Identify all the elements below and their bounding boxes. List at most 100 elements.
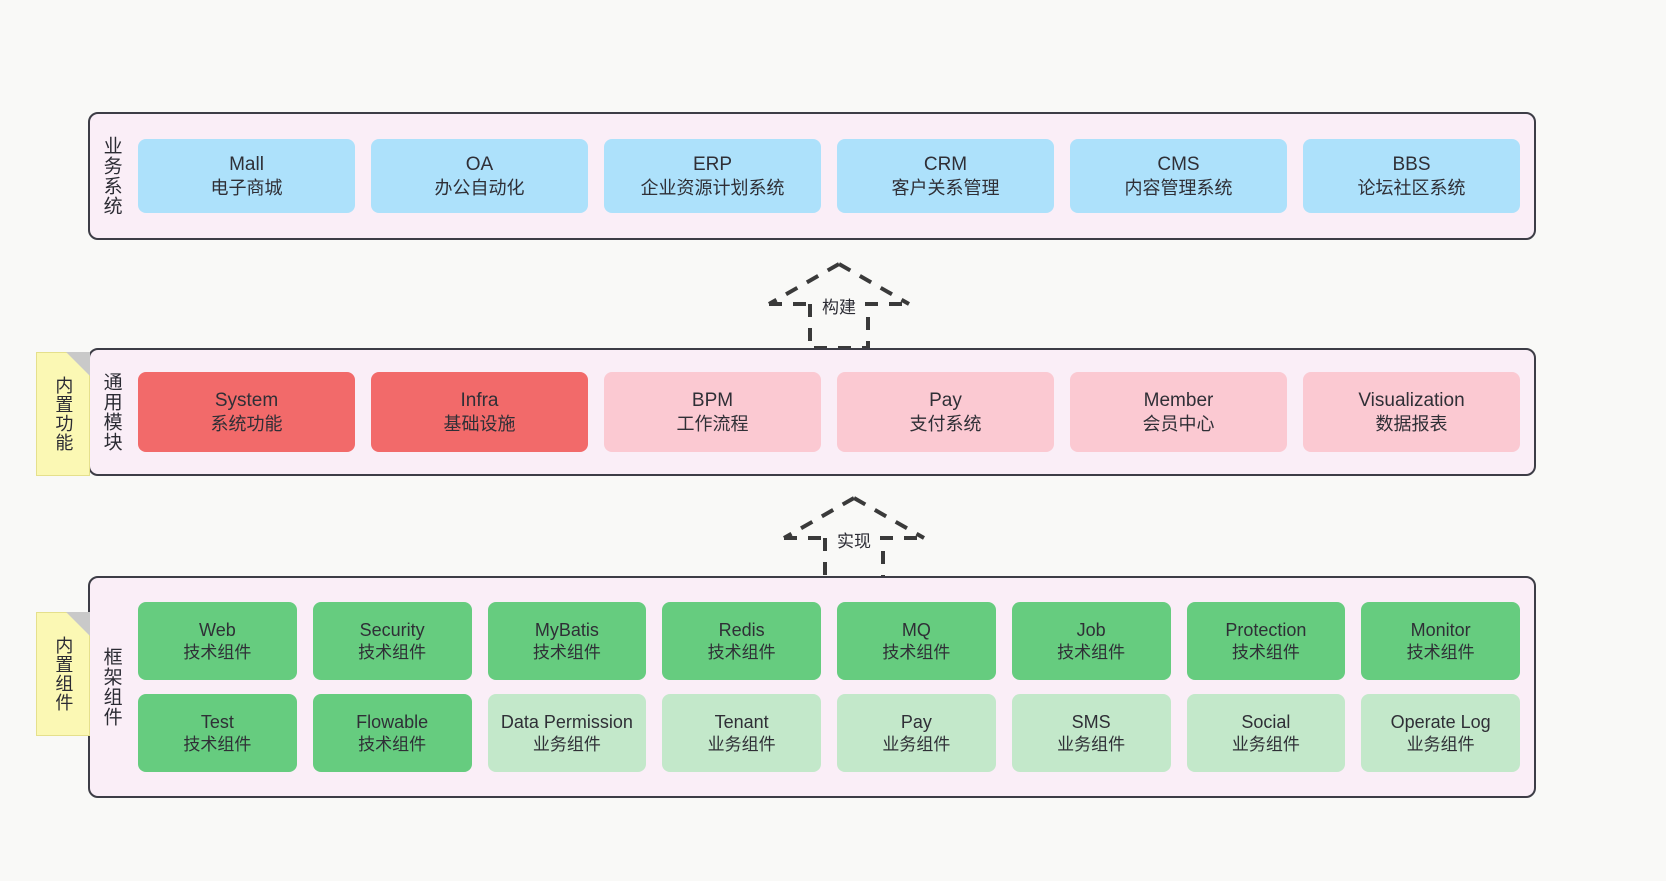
card-subtitle: 技术组件 bbox=[183, 734, 252, 754]
card-title: CMS bbox=[1157, 154, 1200, 176]
card-bbs[interactable]: BBS 论坛社区系统 bbox=[1303, 139, 1520, 213]
card-subtitle: 技术组件 bbox=[1406, 642, 1475, 662]
card-tenant[interactable]: Tenant 业务组件 bbox=[662, 694, 821, 772]
card-subtitle: 技术组件 bbox=[882, 642, 951, 662]
card-title: Social bbox=[1241, 712, 1291, 733]
card-cms[interactable]: CMS 内容管理系统 bbox=[1070, 139, 1287, 213]
layer-framework-components: 框架组件 Web 技术组件 Security 技术组件 MyBatis 技术组件… bbox=[88, 576, 1536, 798]
card-subtitle: 论坛社区系统 bbox=[1357, 177, 1466, 198]
card-subtitle: 客户关系管理 bbox=[891, 177, 1000, 198]
card-title: MyBatis bbox=[534, 620, 599, 641]
cards-wrap-business: Mall 电子商城 OA 办公自动化 ERP 企业资源计划系统 CRM 客户关系… bbox=[132, 114, 1534, 238]
card-pay[interactable]: Pay 支付系统 bbox=[837, 372, 1054, 452]
card-subtitle: 业务组件 bbox=[1406, 734, 1475, 754]
card-mq[interactable]: MQ 技术组件 bbox=[837, 602, 996, 680]
connector-label-build: 构建 bbox=[817, 292, 861, 319]
card-title: OA bbox=[465, 154, 494, 176]
card-subtitle: 支付系统 bbox=[909, 413, 982, 434]
card-title: System bbox=[214, 390, 279, 412]
card-row: Mall 电子商城 OA 办公自动化 ERP 企业资源计划系统 CRM 客户关系… bbox=[138, 139, 1520, 213]
sticky-note-label: 内置功能 bbox=[53, 376, 74, 452]
card-job[interactable]: Job 技术组件 bbox=[1011, 602, 1171, 680]
card-title: Security bbox=[359, 620, 425, 641]
card-erp[interactable]: ERP 企业资源计划系统 bbox=[604, 139, 821, 213]
layer-title-framework: 框架组件 bbox=[100, 647, 122, 727]
sticky-note-label: 内置组件 bbox=[53, 636, 74, 712]
card-title: Flowable bbox=[356, 712, 429, 733]
card-protection[interactable]: Protection 技术组件 bbox=[1186, 602, 1346, 680]
card-subtitle: 系统功能 bbox=[210, 413, 283, 434]
card-title: BPM bbox=[691, 390, 734, 412]
card-title: Pay bbox=[929, 390, 962, 412]
card-data-permission[interactable]: Data Permission 业务组件 bbox=[487, 694, 647, 772]
card-subtitle: 业务组件 bbox=[1231, 734, 1300, 754]
layer-title-business: 业务系统 bbox=[100, 136, 122, 216]
card-title: MQ bbox=[901, 620, 931, 641]
card-title: Job bbox=[1076, 620, 1106, 641]
card-visualization[interactable]: Visualization 数据报表 bbox=[1303, 372, 1520, 452]
card-web[interactable]: Web 技术组件 bbox=[138, 602, 297, 680]
card-social[interactable]: Social 业务组件 bbox=[1186, 694, 1346, 772]
card-title: BBS bbox=[1392, 154, 1431, 176]
card-title: Test bbox=[200, 712, 234, 733]
card-subtitle: 内容管理系统 bbox=[1124, 177, 1233, 198]
card-title: Redis bbox=[718, 620, 765, 641]
card-subtitle: 数据报表 bbox=[1375, 413, 1448, 434]
card-row: Test 技术组件 Flowable 技术组件 Data Permission … bbox=[138, 694, 1520, 772]
cards-wrap-common: System 系统功能 Infra 基础设施 BPM 工作流程 Pay 支付系统… bbox=[132, 350, 1534, 474]
card-row: System 系统功能 Infra 基础设施 BPM 工作流程 Pay 支付系统… bbox=[138, 372, 1520, 452]
card-subtitle: 业务组件 bbox=[1057, 734, 1126, 754]
card-member[interactable]: Member 会员中心 bbox=[1070, 372, 1287, 452]
card-subtitle: 技术组件 bbox=[183, 642, 252, 662]
card-security[interactable]: Security 技术组件 bbox=[312, 602, 472, 680]
connector-label-implement: 实现 bbox=[832, 526, 876, 553]
card-pay-business[interactable]: Pay 业务组件 bbox=[837, 694, 996, 772]
card-sms[interactable]: SMS 业务组件 bbox=[1011, 694, 1171, 772]
card-subtitle: 业务组件 bbox=[707, 734, 776, 754]
card-title: SMS bbox=[1071, 712, 1111, 733]
card-subtitle: 基础设施 bbox=[443, 413, 516, 434]
card-flowable[interactable]: Flowable 技术组件 bbox=[312, 694, 472, 772]
sticky-note-builtin-features: 内置功能 bbox=[36, 352, 90, 476]
card-title: Tenant bbox=[714, 712, 769, 733]
card-crm[interactable]: CRM 客户关系管理 bbox=[837, 139, 1054, 213]
card-title: Protection bbox=[1225, 620, 1307, 641]
card-subtitle: 企业资源计划系统 bbox=[640, 177, 785, 198]
card-title: Monitor bbox=[1410, 620, 1471, 641]
card-subtitle: 技术组件 bbox=[707, 642, 776, 662]
layer-common-modules: 通用模块 System 系统功能 Infra 基础设施 BPM 工作流程 Pay… bbox=[88, 348, 1536, 476]
card-subtitle: 会员中心 bbox=[1142, 413, 1215, 434]
card-subtitle: 技术组件 bbox=[532, 642, 601, 662]
card-title: Visualization bbox=[1358, 390, 1465, 412]
card-subtitle: 办公自动化 bbox=[434, 177, 525, 198]
card-title: Operate Log bbox=[1390, 712, 1491, 733]
card-subtitle: 技术组件 bbox=[1231, 642, 1300, 662]
card-subtitle: 业务组件 bbox=[532, 734, 601, 754]
card-mybatis[interactable]: MyBatis 技术组件 bbox=[487, 602, 647, 680]
card-system[interactable]: System 系统功能 bbox=[138, 372, 355, 452]
card-title: Pay bbox=[900, 712, 932, 733]
card-mall[interactable]: Mall 电子商城 bbox=[138, 139, 355, 213]
card-oa[interactable]: OA 办公自动化 bbox=[371, 139, 588, 213]
cards-wrap-framework: Web 技术组件 Security 技术组件 MyBatis 技术组件 Redi… bbox=[132, 578, 1534, 796]
card-monitor[interactable]: Monitor 技术组件 bbox=[1361, 602, 1520, 680]
card-test[interactable]: Test 技术组件 bbox=[138, 694, 297, 772]
card-redis[interactable]: Redis 技术组件 bbox=[662, 602, 821, 680]
card-title: Web bbox=[199, 620, 236, 641]
connector-build: 构建 bbox=[753, 256, 925, 356]
card-subtitle: 技术组件 bbox=[1057, 642, 1126, 662]
card-title: Infra bbox=[460, 390, 499, 412]
card-bpm[interactable]: BPM 工作流程 bbox=[604, 372, 821, 452]
card-subtitle: 工作流程 bbox=[676, 413, 749, 434]
card-subtitle: 技术组件 bbox=[358, 642, 427, 662]
connector-implement: 实现 bbox=[768, 490, 940, 590]
sticky-note-builtin-components: 内置组件 bbox=[36, 612, 90, 736]
card-subtitle: 技术组件 bbox=[358, 734, 427, 754]
card-title: Member bbox=[1143, 390, 1214, 412]
card-subtitle: 业务组件 bbox=[882, 734, 951, 754]
card-row: Web 技术组件 Security 技术组件 MyBatis 技术组件 Redi… bbox=[138, 602, 1520, 680]
card-title: ERP bbox=[692, 154, 733, 176]
card-title: Data Permission bbox=[500, 712, 633, 733]
card-infra[interactable]: Infra 基础设施 bbox=[371, 372, 588, 452]
card-operate-log[interactable]: Operate Log 业务组件 bbox=[1361, 694, 1520, 772]
